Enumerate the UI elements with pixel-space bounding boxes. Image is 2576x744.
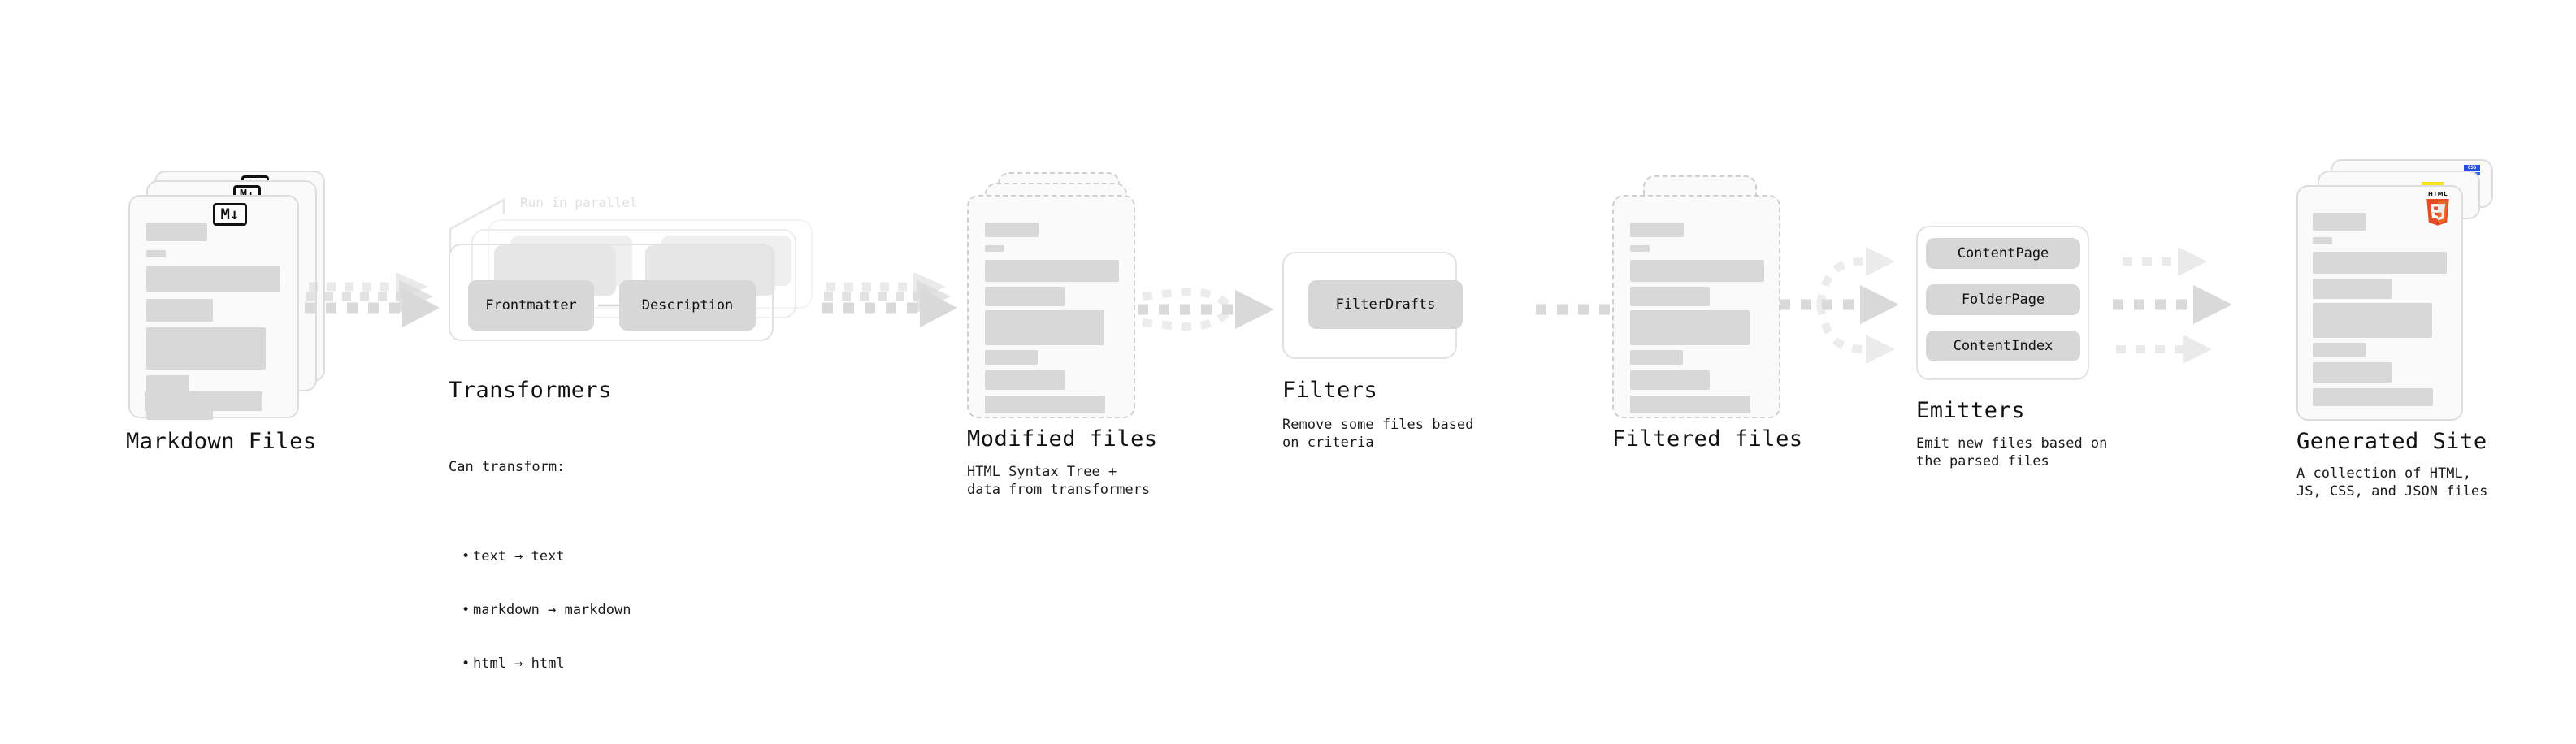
content-bar (2313, 279, 2392, 299)
content-bar (985, 350, 1038, 365)
content-bar (2313, 343, 2366, 357)
transformers-subtitle-item: markdown → markdown (462, 601, 631, 619)
stage-emitters: ContentPage FolderPage ContentIndex Emit… (1902, 0, 2227, 681)
content-bar (146, 299, 213, 322)
content-bar (146, 266, 280, 292)
stage-modified-files: Modified files HTML Syntax Tree + data f… (935, 0, 1292, 681)
arrow-markdown-to-transformers (305, 272, 440, 327)
arrow-emitters-to-site (2113, 247, 2232, 364)
content-bar (2313, 388, 2433, 406)
arrow-modified-to-filters (1138, 288, 1274, 331)
stage-title-transformers: Transformers (449, 378, 613, 403)
stage-title-generated-site: Generated Site (2296, 429, 2487, 454)
content-bar (146, 250, 166, 257)
content-bar (146, 375, 189, 393)
stage-subtitle-modified-files-line-2: data from transformers (967, 482, 1151, 498)
stage-filtered-files: Filtered files (1576, 0, 1918, 681)
stage-subtitle-emitters-line-1: Emit new files based on (1916, 435, 2108, 452)
transformer-pill-frontmatter[interactable]: Frontmatter (468, 280, 594, 331)
content-bar (1630, 245, 1650, 252)
stage-title-emitters: Emitters (1916, 398, 2026, 423)
arrow-filtered-to-emitters (1780, 247, 1899, 364)
content-bar (2313, 213, 2366, 231)
stage-subtitle-filters-line-1: Remove some files based (1282, 417, 1474, 433)
content-bar (985, 245, 1004, 252)
modified-card-front (967, 195, 1135, 418)
content-bar (145, 391, 262, 411)
transformer-panel-back-1: Frontmatter Description (471, 229, 796, 318)
transformers-subtitle-item: html → html (462, 655, 631, 673)
site-card-front (2296, 185, 2463, 421)
stage-title-filtered-files: Filtered files (1612, 426, 1803, 452)
content-bar (1630, 370, 1710, 390)
markdown-card-front (128, 195, 299, 420)
transformers-subtitle-item: text → text (462, 547, 631, 565)
stage-title-filters: Filters (1282, 378, 1378, 403)
content-bar (985, 370, 1065, 390)
arrow-transformers-to-modified (822, 272, 957, 327)
transformers-subtitle-lead: Can transform: (449, 459, 566, 475)
emitters-pill-contentpage[interactable]: ContentPage (1926, 238, 2080, 269)
stage-subtitle-transformers: Can transform: text → text markdown → ma… (449, 422, 631, 744)
emitters-pill-contentindex[interactable]: ContentIndex (1926, 331, 2080, 361)
content-bar (985, 260, 1119, 282)
content-bar (985, 223, 1039, 237)
transformer-panel-front (449, 244, 774, 341)
markdown-icon: M↓ (213, 203, 247, 226)
content-bar (1630, 260, 1764, 282)
content-bar (146, 223, 207, 241)
content-bar (985, 287, 1065, 306)
stage-subtitle-modified-files-line-1: HTML Syntax Tree + (967, 464, 1117, 480)
content-bar (1630, 310, 1750, 345)
stage-title-markdown-files: Markdown Files (126, 429, 317, 454)
content-bar (985, 310, 1104, 345)
stage-subtitle-filters-line-2: on criteria (1282, 435, 1374, 451)
content-bar (1630, 396, 1750, 413)
stage-title-modified-files: Modified files (967, 426, 1158, 452)
emitters-pill-folderpage[interactable]: FolderPage (1926, 284, 2080, 315)
html5-icon: HTML (2424, 191, 2452, 227)
stage-filters: FilterDrafts Filters Remove some files b… (1268, 0, 1576, 681)
content-bar (2313, 362, 2392, 383)
stage-subtitle-emitters-line-2: the parsed files (1916, 453, 2049, 469)
run-in-parallel-label: Run in parallel (520, 195, 638, 210)
html5-icon-wordmark: HTML (2427, 191, 2448, 197)
content-bar (1630, 287, 1710, 306)
stage-transformers: Run in parallel Frontmatter Description … (439, 0, 829, 681)
run-in-parallel-bracket (449, 197, 505, 253)
content-bar (146, 327, 266, 370)
content-bar (1630, 350, 1683, 365)
content-bar (985, 396, 1105, 413)
content-bar (2313, 303, 2432, 338)
stage-generated-site: CSS HTML Generated Site A collection of … (2227, 0, 2576, 681)
content-bar (2313, 237, 2332, 244)
content-bar (2313, 252, 2447, 274)
filtered-card-front (1612, 195, 1780, 418)
content-bar (1630, 223, 1684, 237)
stage-subtitle-generated-site-line-2: JS, CSS, and JSON files (2296, 483, 2488, 500)
filters-pill-filterdrafts[interactable]: FilterDrafts (1308, 280, 1463, 329)
stage-subtitle-generated-site-line-1: A collection of HTML, (2296, 465, 2471, 482)
stage-markdown-files: M↓ M↓ M↓ Markdown Files (0, 0, 341, 681)
transformer-flow-arrow (598, 301, 645, 309)
